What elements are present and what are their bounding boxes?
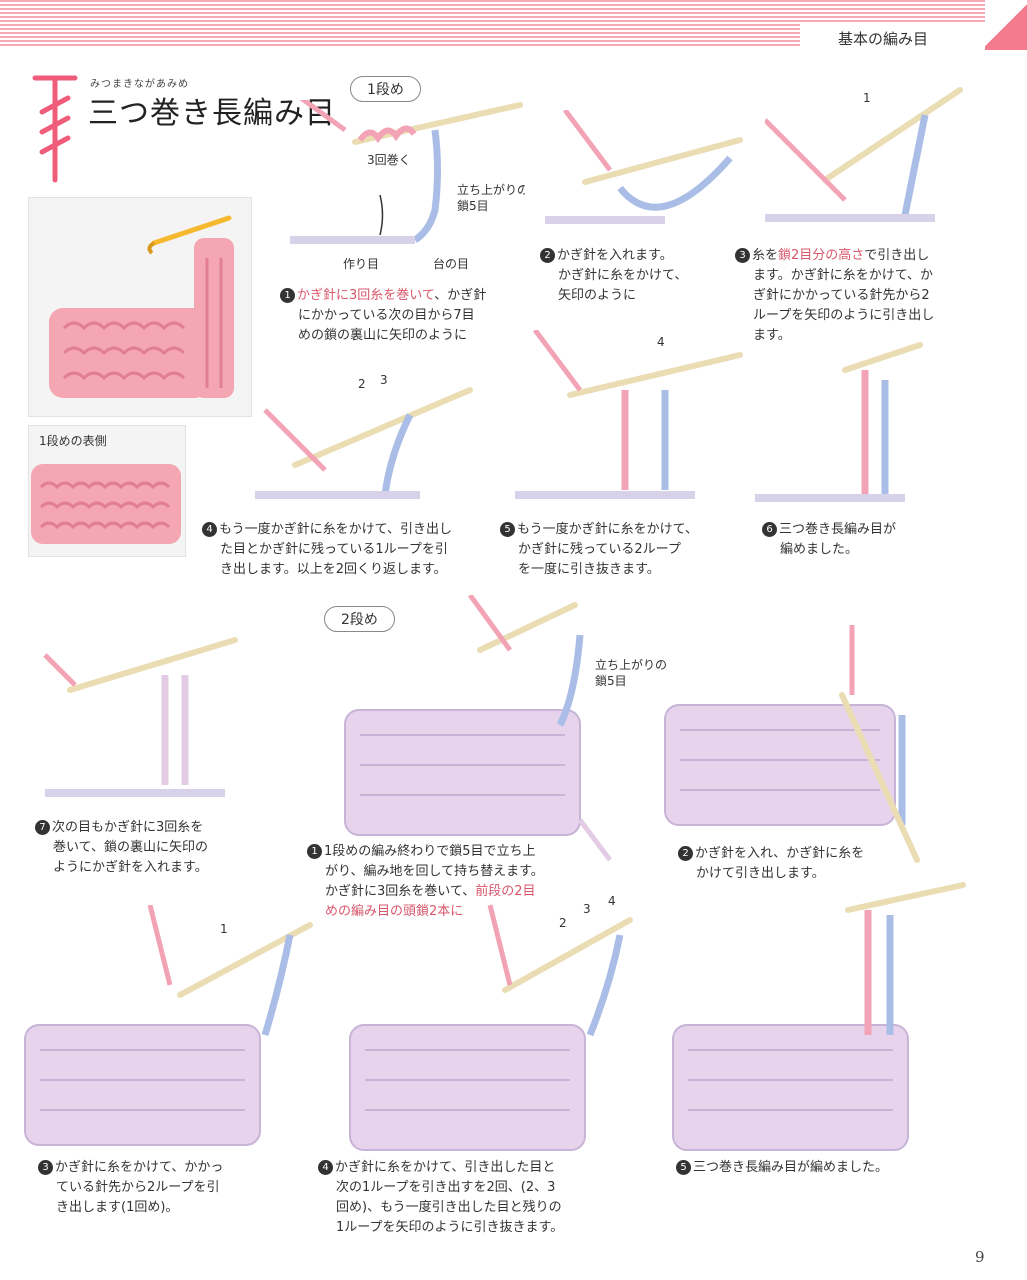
corner-accent <box>985 0 1027 50</box>
fig-row1-step4: 2 3 <box>255 373 473 499</box>
fig-r4-num3: 3 <box>583 902 591 916</box>
fig4-num2: 2 <box>358 377 366 391</box>
fig-r4-num4: 4 <box>608 895 616 908</box>
section-title: 基本の編み目 <box>838 30 929 48</box>
fig-row1-step2 <box>545 110 743 224</box>
photo-caption: 1段めの表側 <box>39 434 107 448</box>
fig-row2-step2 <box>664 625 920 863</box>
fig-r3-num1: 1 <box>220 922 228 936</box>
fig-row1-step3: 1 <box>765 87 963 222</box>
fig-row2-step5 <box>672 882 966 1151</box>
fig-row1-step1: 3回巻く 立ち上がりの 鎖5目 作り目 台の目 <box>290 100 525 271</box>
fig-r4-num2: 2 <box>559 916 567 930</box>
label-base: 作り目 <box>343 257 379 271</box>
title-ruby: みつまきながあみめ <box>90 79 189 90</box>
label-rise1: 立ち上がりの <box>457 182 525 197</box>
row2-label: 2段め <box>324 606 395 632</box>
page-number: 9 <box>975 1248 985 1266</box>
label-stand: 台の目 <box>433 256 469 271</box>
fig3-num1: 1 <box>863 91 871 105</box>
front-side-photo-illustration <box>31 464 181 544</box>
fig-row2-step4: 2 3 4 <box>349 895 633 1151</box>
photo-front-side: 1段めの表側 <box>28 425 186 557</box>
swatch-photo-illustration <box>49 215 234 398</box>
fig-row1-step7 <box>43 637 238 797</box>
double-treble-symbol-icon <box>32 75 78 183</box>
fig-row1-step5: 4 <box>515 330 743 499</box>
fig-row1-step6 <box>755 342 923 502</box>
fig5-num4: 4 <box>657 335 665 349</box>
fig-row2-step3: 1 <box>24 905 313 1146</box>
label-rise2: 鎖5目 <box>457 198 489 213</box>
page-title: 三つ巻き長編み目 <box>88 96 336 131</box>
photo-swatch <box>28 197 252 417</box>
label-rise2b-2: 鎖5目 <box>595 673 627 688</box>
fig4-num3: 3 <box>380 373 388 387</box>
label-rise2b-1: 立ち上がりの <box>595 657 667 672</box>
label-wrap3: 3回巻く <box>367 153 411 167</box>
row1-label: 1段め <box>350 76 421 102</box>
fig-row2-step1: 立ち上がりの 鎖5目 <box>344 595 667 862</box>
